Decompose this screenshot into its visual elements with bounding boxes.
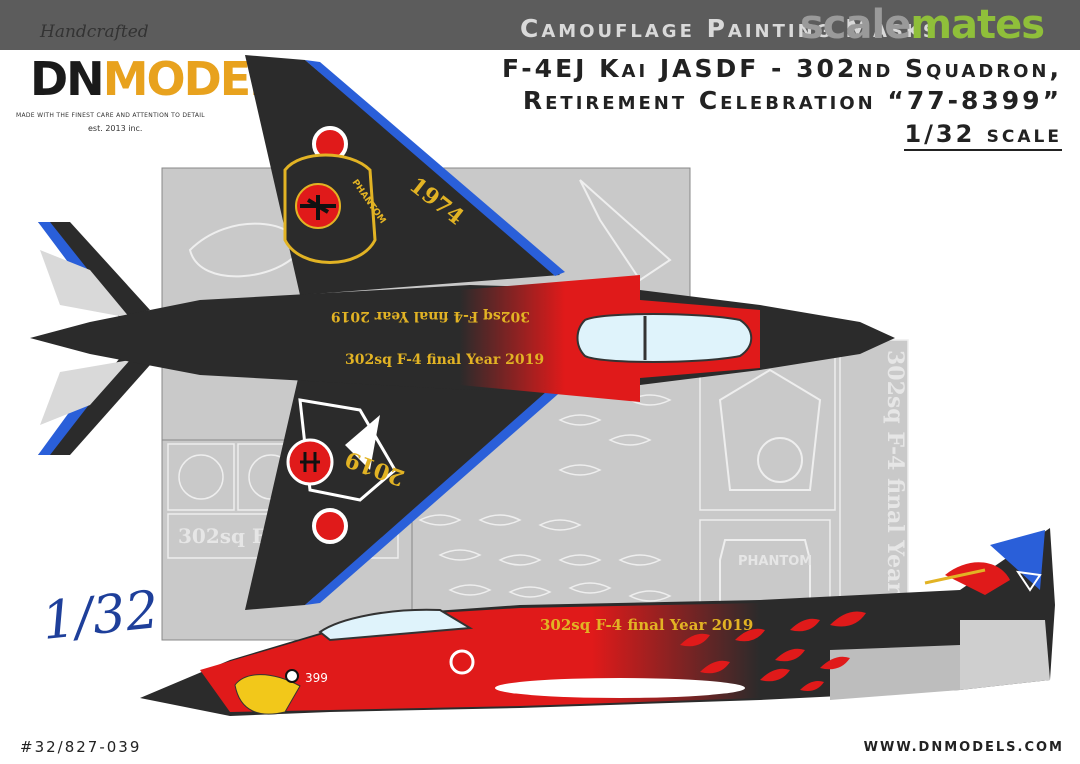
roundel-side (449, 649, 475, 675)
feather (790, 618, 820, 632)
aircraft-top-view: PHANTOM 1974 2019 302sq F-4 final Year 2… (30, 55, 895, 610)
mask-feather (448, 584, 492, 596)
mask-cell (167, 443, 235, 511)
feather (775, 648, 805, 662)
upper-tailplane-grey (40, 250, 130, 318)
mask-feather (568, 582, 612, 594)
tail-eagle (945, 562, 1010, 595)
scale-script-label: 1/32 (39, 580, 162, 652)
fuselage-final-year-text: 302sq F-4 final Year 2019 (345, 352, 544, 368)
wizard-hat (345, 415, 380, 470)
eagle-beak (234, 674, 301, 715)
product-title-line3: Retirement Celebration “77-8399” (522, 86, 1062, 115)
side-final-year-text: 302sq F-4 final Year 2019 (540, 616, 753, 634)
fuselage-final-year-text-mirrored: 302sq F-4 final Year 2019 (331, 308, 530, 324)
feather (700, 660, 730, 674)
badge-aircraft-silhouette (300, 195, 336, 220)
mask-feather (538, 519, 582, 531)
mask-feather (478, 514, 522, 526)
feather (760, 668, 790, 682)
mask-feather (498, 554, 542, 566)
feather (680, 633, 710, 647)
logo-tagline: MADE WITH THE FINEST CARE AND ATTENTION … (16, 112, 205, 119)
mask-feather (608, 434, 652, 446)
mask-feather (628, 394, 672, 406)
lower-wing (245, 370, 560, 610)
eagle-eye (285, 669, 299, 683)
mask-feather (508, 586, 552, 598)
feather (800, 681, 824, 691)
mask-roundel-outline (178, 454, 224, 500)
feather (820, 656, 850, 670)
logo-dn: DN (30, 52, 105, 106)
engine-grey-panel (830, 645, 960, 700)
tail-triangle (1015, 570, 1042, 592)
aircraft-side-view: 399 302sq F-4 final Year 2019 (140, 528, 1055, 716)
logo-established: est. 2013 inc. (88, 124, 143, 133)
product-title-line1: Camouflage Painting Masks (520, 14, 939, 43)
feather (735, 628, 765, 642)
tail-gold-stripe (924, 568, 986, 585)
mask-feather (418, 514, 462, 526)
mask-feathers (418, 394, 672, 602)
product-title-line2: F-4EJ Kai JASDF - 302nd Squadron, (502, 54, 1062, 83)
mask-feather (558, 414, 602, 426)
mask-mascot-outline (718, 368, 822, 491)
watermark-part-2: mates (910, 2, 1045, 48)
scalemates-watermark: scalemates (800, 2, 1045, 48)
product-code: #32/827-039 (20, 738, 142, 756)
wizard-roundel-symbol (300, 452, 320, 472)
header-bar (0, 0, 1080, 50)
wizard-mascot (286, 398, 397, 502)
website-url[interactable]: WWW.DNMODELS.COM (863, 740, 1064, 755)
feather (830, 611, 866, 627)
mask-mascot-roundel (757, 437, 803, 483)
watermark-part-1: scale (800, 2, 911, 48)
tail-grey-panel (960, 620, 1050, 690)
scale-label: 1/32 scale (904, 120, 1062, 151)
external-fuel-tank (495, 678, 745, 698)
canopy-side (318, 608, 474, 642)
mask-feather (438, 549, 482, 561)
roundel-lower-wing (312, 508, 348, 544)
mask-feather (558, 464, 602, 476)
logo-handcrafted: Handcrafted (40, 22, 149, 42)
tail-blue-stripe (990, 530, 1045, 590)
lower-tailplane-grey (40, 360, 130, 425)
mask-feather (628, 590, 672, 602)
mask-feather (618, 554, 662, 566)
mask-feather (558, 554, 602, 566)
mask-phantom-text: PHANTOM (738, 554, 812, 569)
nose-number: 399 (305, 671, 328, 685)
lower-wing-leading-edge (305, 384, 565, 605)
side-feathers (680, 611, 866, 691)
canopy-top (576, 313, 753, 363)
upper-wing-leading-edge (305, 60, 565, 276)
